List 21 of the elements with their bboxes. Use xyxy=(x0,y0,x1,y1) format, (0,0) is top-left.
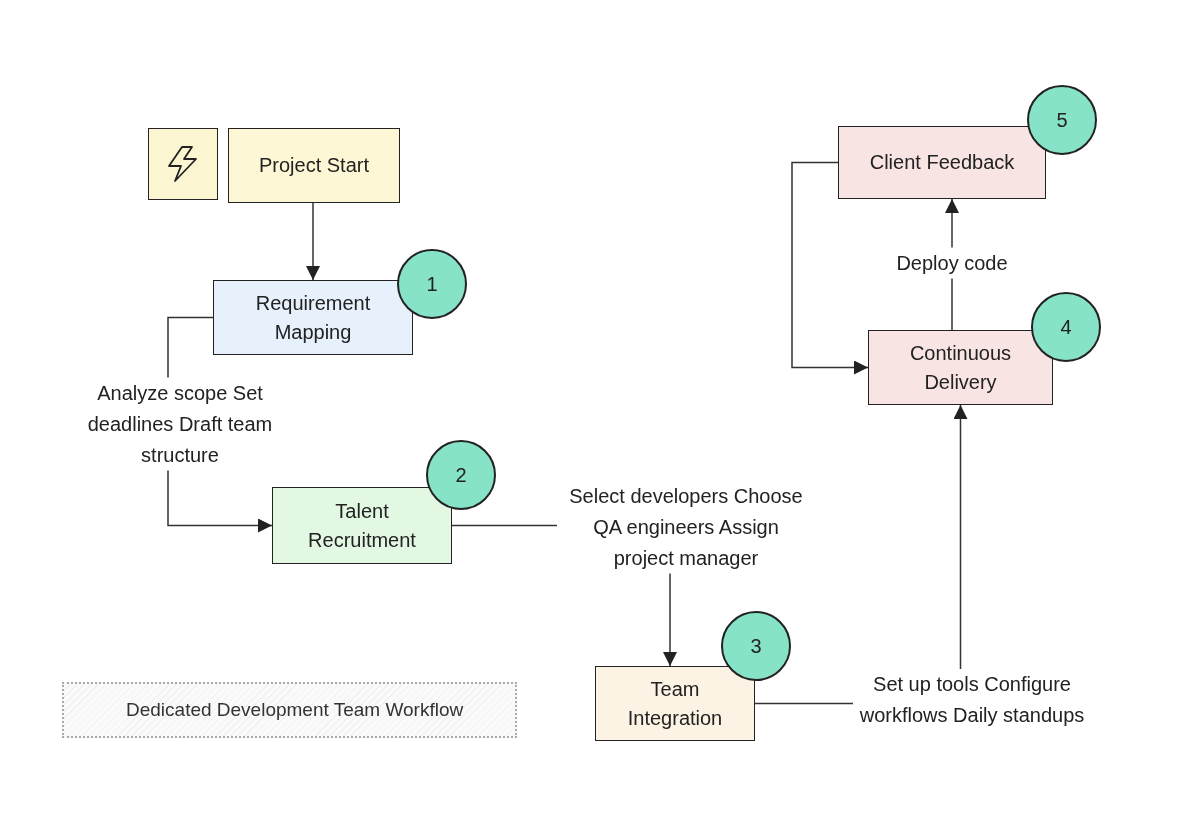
step-number: 1 xyxy=(426,271,438,297)
node-label: Client Feedback xyxy=(869,150,1015,175)
step-number: 2 xyxy=(455,462,467,488)
step-number: 4 xyxy=(1060,314,1072,340)
process-box xyxy=(213,280,413,355)
icon-box xyxy=(148,128,218,200)
arrow xyxy=(306,202,320,281)
node-label: Requirement Mapping xyxy=(254,290,372,345)
process-box xyxy=(595,666,755,741)
process-box xyxy=(272,487,452,564)
process-box xyxy=(868,330,1053,405)
node-label: Project Start xyxy=(258,153,369,178)
process-box xyxy=(228,128,400,203)
step-number: 5 xyxy=(1056,107,1068,133)
node-label: Continuous Delivery xyxy=(908,340,1013,395)
process-box xyxy=(838,126,1046,199)
diagram-title: Dedicated Development Team Workflow xyxy=(126,699,464,721)
node-label: Team Integration xyxy=(626,676,724,731)
step-number: 3 xyxy=(750,633,762,659)
node-label: Talent Recruitment xyxy=(307,498,417,553)
arrow xyxy=(791,161,869,375)
